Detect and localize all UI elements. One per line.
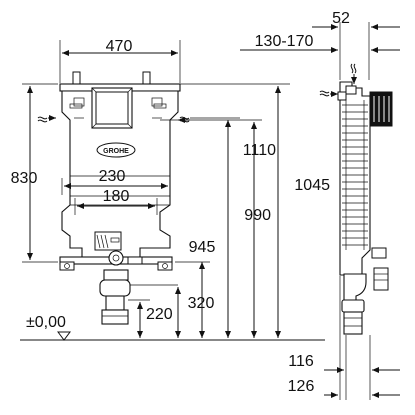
dim-height-320: 320 (188, 295, 215, 312)
frame-slot (69, 103, 83, 109)
dim-bracket-spacing: 230 (99, 168, 126, 185)
dim-height-1045: 1045 (294, 177, 330, 194)
dim-height-945: 945 (189, 239, 216, 256)
dim-height-220: 220 (146, 306, 173, 323)
dim-frame-height: 830 (11, 170, 38, 187)
dim-frame-width: 470 (106, 38, 133, 55)
drain-inlet (108, 250, 124, 266)
side-view (319, 63, 393, 335)
right-foot (157, 261, 173, 271)
water-inlet-left (37, 116, 48, 123)
side-dimensions: 52 130-170 116 126 (240, 10, 400, 400)
frame-slot (151, 97, 163, 107)
cistern-side (339, 81, 371, 276)
dim-side-116: 116 (288, 353, 314, 370)
grohe-logo (96, 142, 136, 158)
frame-slot (153, 103, 167, 109)
drain-bend (103, 269, 129, 281)
drain-pipe (105, 295, 125, 311)
dim-side-top: 52 (332, 10, 350, 27)
drain-spigot (101, 309, 129, 325)
flush-plate-side (369, 91, 393, 127)
frame-slot (73, 97, 85, 107)
logo-text: GROHE (103, 148, 129, 155)
dim-bolt-spacing: 180 (103, 188, 130, 205)
dim-floor-level: ±0,00 (26, 314, 66, 331)
front-view: GROHE (37, 71, 190, 325)
front-dimensions: 470 830 230 180 ±0,00 1110 1045 (11, 38, 330, 341)
dim-side-range: 130-170 (255, 33, 314, 50)
drain-bend-side (343, 273, 367, 301)
drain-elbow (99, 279, 131, 297)
dim-height-1110: 1110 (243, 142, 276, 159)
water-inlet-side (319, 90, 330, 97)
left-foot (59, 261, 75, 271)
flush-plate-inner (95, 91, 129, 125)
dim-side-126: 126 (288, 378, 315, 395)
dim-height-990: 990 (244, 207, 271, 224)
water-inlet-top (350, 63, 357, 74)
